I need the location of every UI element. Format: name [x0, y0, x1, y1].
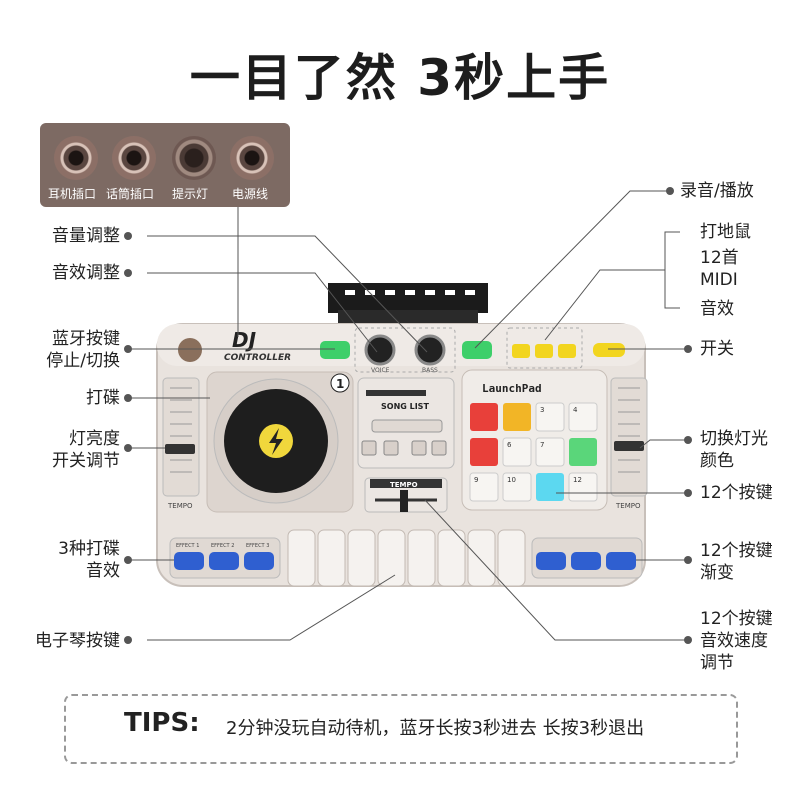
knob-label: BASS	[422, 367, 438, 374]
label-speed-2: 音效速度	[700, 631, 768, 651]
leader-lines	[128, 190, 688, 641]
power-switch	[593, 343, 625, 357]
piano-keys	[287, 529, 526, 587]
label-bluetooth-2: 停止/切换	[46, 351, 120, 371]
svg-text:EFFECT 2: EFFECT 2	[211, 543, 234, 549]
bluetooth-button	[320, 341, 350, 359]
label-power: 开关	[700, 339, 734, 359]
svg-text:LaunchPad: LaunchPad	[482, 382, 542, 395]
label-bluetooth: 蓝牙按键	[52, 329, 120, 349]
label-scratch: 打碟	[86, 388, 120, 408]
color-fader	[614, 441, 644, 451]
volume-knob	[364, 334, 396, 366]
port-label: 提示灯	[172, 187, 209, 201]
label-effect: 音效调整	[52, 263, 120, 283]
effect-knob	[414, 334, 446, 366]
bluetooth-dot	[178, 338, 202, 362]
indicator-light	[172, 136, 216, 180]
label-record: 录音/播放	[680, 181, 754, 201]
controller-logo: CONTROLLER	[224, 353, 291, 363]
svg-text:12: 12	[573, 476, 582, 484]
port-label: 话筒插口	[106, 187, 155, 201]
label-scratch-fx-2: 音效	[86, 561, 120, 581]
label-whack: 打地鼠	[700, 222, 751, 242]
label-brightness-2: 开关调节	[52, 451, 120, 471]
svg-text:4: 4	[573, 406, 578, 414]
record-button	[462, 341, 492, 359]
tips-box	[64, 694, 738, 764]
svg-text:6: 6	[507, 441, 512, 449]
label-color-2: 颜色	[700, 451, 734, 471]
phone-stand	[328, 283, 488, 332]
port-panel: 耳机插口 话筒插口 提示灯 电源线	[40, 123, 290, 207]
label-gradient-2: 渐变	[700, 563, 734, 583]
headphone-jack	[54, 136, 98, 180]
label-speed: 12个按键	[700, 609, 773, 629]
label-sound: 音效	[700, 299, 734, 319]
label-speed-3: 调节	[700, 653, 734, 673]
svg-text:EFFECT 3: EFFECT 3	[246, 543, 269, 549]
label-keys: 12个按键	[700, 483, 773, 503]
svg-text:TEMPO: TEMPO	[615, 502, 641, 510]
label-gradient: 12个按键	[700, 541, 773, 561]
brightness-fader	[165, 444, 195, 454]
label-midi-2: MIDI	[700, 270, 738, 290]
label-volume: 音量调整	[52, 226, 120, 246]
mic-jack	[112, 136, 156, 180]
port-label: 电源线	[232, 187, 269, 201]
svg-text:TEMPO: TEMPO	[390, 481, 418, 489]
leader-dots	[124, 187, 692, 644]
dj-logo: DJ	[232, 328, 257, 352]
port-label: 耳机插口	[48, 187, 97, 201]
label-midi: 12首	[700, 248, 739, 268]
label-piano: 电子琴按键	[35, 631, 120, 651]
tips-heading: TIPS:	[124, 708, 200, 738]
svg-text:9: 9	[474, 476, 478, 484]
power-port	[230, 136, 274, 180]
label-color: 切换灯光	[700, 429, 768, 449]
label-brightness: 灯亮度	[69, 429, 120, 449]
svg-text:7: 7	[540, 441, 544, 449]
tempo-slider	[400, 490, 408, 512]
svg-text:10: 10	[507, 476, 516, 484]
svg-text:EFFECT 1: EFFECT 1	[176, 543, 199, 549]
svg-text:SONG LIST: SONG LIST	[381, 402, 429, 411]
page-title: 一目了然 3秒上手	[189, 49, 611, 107]
label-scratch-fx: 3种打碟	[58, 539, 120, 559]
launchpad-pads	[469, 402, 598, 502]
tips-text: 2分钟没玩自动待机，蓝牙长按3秒进去 长按3秒退出	[226, 718, 645, 739]
knob-label: VOICE	[371, 367, 390, 374]
svg-text:1: 1	[336, 377, 344, 391]
svg-text:3: 3	[540, 406, 544, 414]
svg-text:TEMPO: TEMPO	[167, 502, 193, 510]
